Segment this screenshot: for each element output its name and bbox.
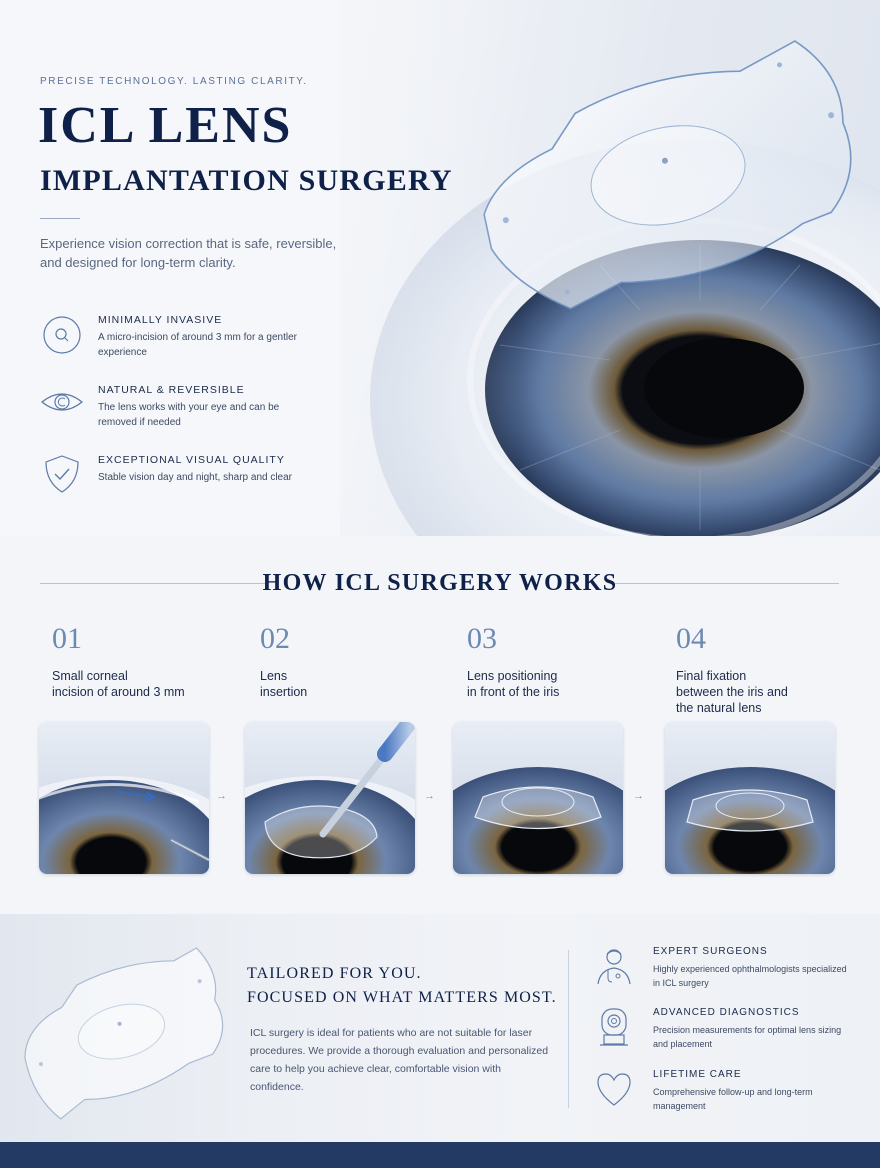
- step-arrow: →: [633, 790, 645, 802]
- step-arrow: →: [424, 790, 436, 802]
- footer-bar: [0, 1142, 880, 1168]
- doctor-icon: [597, 949, 631, 985]
- perk-desc: Comprehensive follow-up and long-term ma…: [653, 1087, 813, 1111]
- step-label: Lens insertion: [260, 669, 308, 699]
- step-image-positioning: [453, 722, 623, 874]
- shield-check-icon: [45, 455, 79, 493]
- tailored-title-line-1: TAILORED FOR YOU.: [247, 965, 422, 982]
- feature-desc: Stable vision day and night, sharp and c…: [98, 472, 293, 483]
- tailored-title-line-2: FOCUSED ON WHAT MATTERS MOST.: [247, 989, 557, 1006]
- perk-expert-surgeons: EXPERT SURGEONS Highly experienced ophth…: [594, 946, 864, 996]
- eye-icon: [41, 393, 83, 411]
- diagnostic-device-icon: [600, 1008, 628, 1046]
- step-02: 02 Lens insertion: [260, 624, 430, 700]
- tailored-title: TAILORED FOR YOU. FOCUSED ON WHAT MATTER…: [247, 962, 567, 1010]
- page-title: ICL LENS: [38, 97, 293, 154]
- perk-title: ADVANCED DIAGNOSTICS: [653, 1007, 800, 1018]
- feature-title: MINIMALLY INVASIVE: [98, 314, 223, 326]
- perk-desc: Highly experienced ophthalmologists spec…: [653, 964, 847, 988]
- hero-section: PRECISE TECHNOLOGY. LASTING CLARITY. ICL…: [0, 0, 880, 536]
- tailored-desc: ICL surgery is ideal for patients who ar…: [250, 1027, 549, 1093]
- feature-desc: A micro-incision of around 3 mm for a ge…: [98, 332, 297, 358]
- title-divider: [40, 218, 80, 219]
- feature-natural-reversible: NATURAL & REVERSIBLE The lens works with…: [40, 384, 360, 444]
- feature-minimally-invasive: MINIMALLY INVASIVE A micro-incision of a…: [40, 314, 360, 374]
- step-image-fixation: [665, 722, 835, 874]
- step-01: 01 Small corneal incision of around 3 mm: [52, 624, 222, 700]
- band-divider: [568, 950, 569, 1108]
- step-number: 04: [676, 622, 706, 655]
- step-number: 02: [260, 622, 290, 655]
- feature-title: EXCEPTIONAL VISUAL QUALITY: [98, 454, 285, 466]
- heart-icon: [597, 1073, 631, 1106]
- step-label: Lens positioning in front of the iris: [467, 669, 560, 699]
- perk-desc: Precision measurements for optimal lens …: [653, 1025, 842, 1049]
- lens-illustration: [24, 947, 224, 1120]
- perk-title: EXPERT SURGEONS: [653, 946, 768, 957]
- how-section-title: HOW ICL SURGERY WORKS: [262, 570, 618, 596]
- step-label: Final fixation between the iris and the …: [676, 669, 788, 715]
- step-image-insertion: [245, 722, 415, 874]
- hero-kicker: PRECISE TECHNOLOGY. LASTING CLARITY.: [40, 76, 308, 87]
- page-subtitle: IMPLANTATION SURGERY: [40, 164, 453, 197]
- perk-lifetime-care: LIFETIME CARE Comprehensive follow-up an…: [594, 1069, 864, 1119]
- feature-title: NATURAL & REVERSIBLE: [98, 384, 245, 396]
- section-rule-right: [615, 583, 839, 584]
- eye-lens-illustration: [0, 0, 880, 536]
- perk-advanced-diagnostics: ADVANCED DIAGNOSTICS Precision measureme…: [594, 1007, 864, 1057]
- step-label: Small corneal incision of around 3 mm: [52, 669, 185, 699]
- hero-intro: Experience vision correction that is saf…: [40, 236, 337, 270]
- step-arrow: →: [216, 790, 228, 802]
- step-number: 01: [52, 622, 82, 655]
- step-04: 04 Final fixation between the iris and t…: [676, 624, 846, 716]
- step-number: 03: [467, 622, 497, 655]
- perk-title: LIFETIME CARE: [653, 1069, 742, 1080]
- feature-desc: The lens works with your eye and can be …: [98, 402, 280, 428]
- magnifier-circle-icon: [43, 316, 81, 354]
- step-03: 03 Lens positioning in front of the iris: [467, 624, 637, 700]
- step-image-incision: [39, 722, 209, 874]
- tailored-section: TAILORED FOR YOU. FOCUSED ON WHAT MATTER…: [0, 914, 880, 1142]
- feature-visual-quality: EXCEPTIONAL VISUAL QUALITY Stable vision…: [40, 454, 360, 514]
- section-rule-left: [40, 583, 265, 584]
